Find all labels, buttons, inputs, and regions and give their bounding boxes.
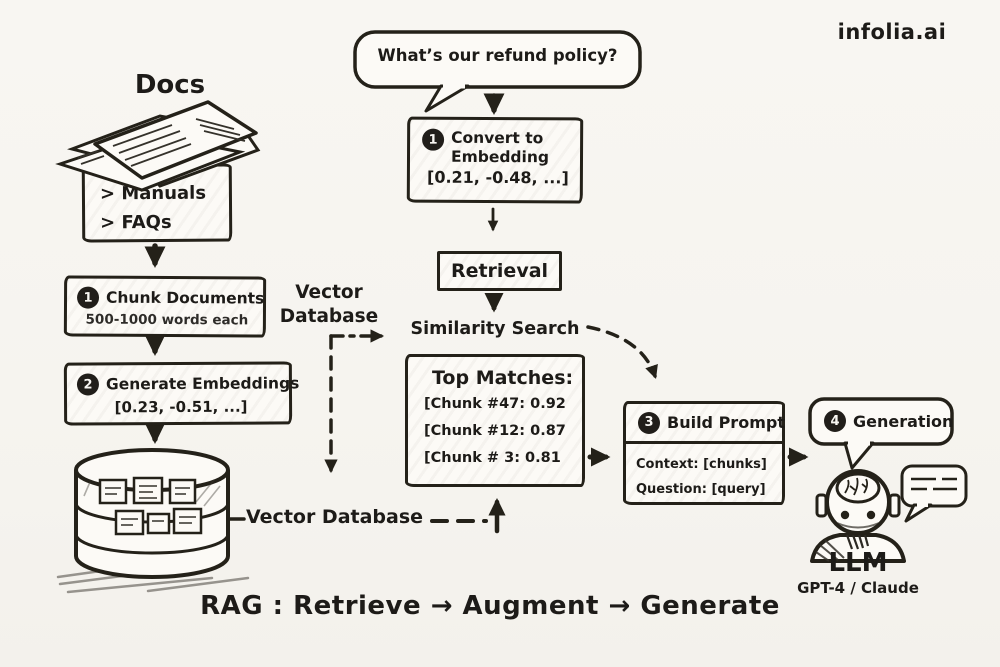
question-bubble-text: What’s our refund policy? [377,46,618,65]
vector-database-note: Vector Database [274,281,384,329]
speech-bubble-icon [900,464,968,523]
chunk-step-subtitle: 500-1000 words each [85,311,249,329]
source-item-faqs: > FAQs [100,211,172,234]
match-row-2: [Chunk #12: 0.87 [424,422,566,439]
robot-neck-hatch [845,534,870,550]
similarity-search-label: Similarity Search [410,319,580,339]
doc-sources-box: > Manuals > FAQs [81,163,233,243]
step-3-badge: 3 [638,411,660,434]
chunk-documents-box: 1 Chunk Documents 500-1000 words each [63,275,267,338]
top-matches-box: Top Matches: [Chunk #47: 0.92 [Chunk #12… [405,354,585,487]
generation-bubble-text: 4 Generation [824,410,953,432]
prompt-context-line: Context: [chunks] [636,457,767,472]
generation-title: Generation [853,411,954,431]
database-cylinder-icon [56,448,250,594]
chunk-step-title: Chunk Documents [105,288,265,308]
match-row-1: [Chunk #47: 0.92 [424,396,566,412]
dash-similarity-to-build [586,325,658,379]
query-step-1-badge: 1 [422,128,445,151]
convert-step-subtitle: [0.21, -0.48, ...] [426,167,569,188]
vector-database-note-line2: Database [279,306,379,328]
match-row-3: [Chunk # 3: 0.81 [424,449,561,466]
source-item-manuals: > Manuals [99,182,207,205]
llm-label: LLM [828,548,888,578]
top-matches-title: Top Matches: [432,367,574,389]
brand-logo: infolia.ai [837,20,947,44]
retrieval-box: Retrieval [437,251,562,291]
build-prompt-title: Build Prompt [667,413,785,432]
build-prompt-box: 3 Build Prompt Context: [chunks] Questio… [623,401,785,505]
vector-database-note-line1: Vector [295,282,363,303]
rag-formula: RAG : Retrieve → Augment → Generate [200,591,780,621]
step-2-badge: 2 [76,373,100,396]
dash-db-to-matches [430,497,506,534]
docs-label: Docs [134,70,206,100]
convert-step-title: Convert to Embedding [450,128,550,166]
robot-brain [835,472,881,504]
embed-step-title: Generate Embeddings [105,374,300,394]
generate-embeddings-box: 2 Generate Embeddings [0.23, -0.51, ...] [63,361,299,426]
embed-step-subtitle: [0.23, -0.51, ...] [114,397,248,417]
step-4-badge: 4 [824,410,846,432]
prompt-question-line: Question: [query] [636,481,766,497]
question-bubble-shape [353,30,642,113]
convert-embedding-box: 1 Convert to Embedding [0.21, -0.48, ...… [406,116,584,204]
vector-database-callout: Vector Database [246,506,424,528]
llm-models-label: GPT-4 / Claude [797,579,919,597]
step-1-badge: 1 [76,286,100,309]
